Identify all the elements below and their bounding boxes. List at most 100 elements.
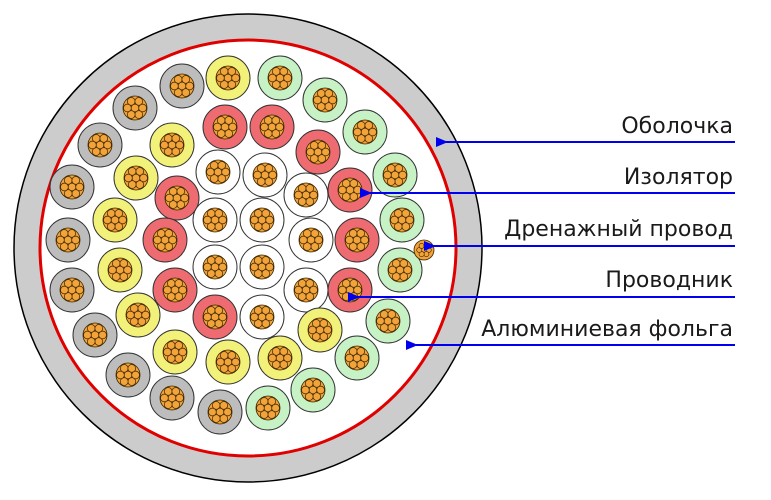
- conductor-strand: [203, 312, 212, 322]
- wire: [192, 294, 238, 340]
- wire: [159, 63, 205, 109]
- wire: [327, 267, 373, 313]
- conductor-strand: [308, 325, 317, 335]
- label-conductor: Проводник: [605, 268, 733, 293]
- conductor-strand: [134, 110, 144, 119]
- conductor-strand: [309, 141, 319, 150]
- conductor-strand: [71, 292, 81, 301]
- wire: [239, 197, 285, 243]
- conductor-strand: [141, 310, 150, 320]
- conductor-strand: [268, 73, 277, 83]
- conductor-strand: [311, 319, 321, 328]
- conductor-strand: [317, 141, 327, 150]
- conductor-strand: [383, 170, 392, 180]
- conductor-strand: [94, 324, 104, 333]
- wire: [377, 247, 423, 293]
- wire: [295, 129, 341, 175]
- conductor-strand: [253, 222, 263, 231]
- conductor-strand: [71, 189, 81, 198]
- conductor-strand: [356, 121, 366, 130]
- conductor-strand: [56, 235, 65, 245]
- conductor-strand: [356, 347, 366, 356]
- wire: [149, 122, 195, 168]
- conductor-strand: [379, 323, 389, 332]
- conductor-strand: [168, 200, 178, 209]
- wire: [49, 164, 95, 210]
- conductor-strand: [164, 242, 174, 251]
- conductor-strand: [180, 193, 189, 203]
- wire: [365, 298, 411, 344]
- wire-bundle: [45, 55, 435, 435]
- conductor-strand: [129, 317, 139, 326]
- conductor-strand: [123, 103, 132, 113]
- conductor-strand: [398, 170, 407, 180]
- conductor-strand: [214, 256, 224, 265]
- conductor-strand: [338, 185, 347, 195]
- callouts: [348, 137, 735, 350]
- conductor-strand: [103, 215, 112, 225]
- conductor-strand: [356, 360, 366, 369]
- wire: [288, 217, 334, 263]
- conductor-strand: [324, 89, 334, 98]
- conductor-strand: [256, 164, 266, 173]
- conductor-strand: [111, 272, 121, 281]
- conductor-strand: [174, 341, 184, 350]
- conductor-strand: [168, 187, 178, 196]
- conductor-strand: [156, 242, 166, 251]
- conductor-strand: [213, 122, 222, 132]
- conductor-strand: [271, 116, 281, 125]
- conductor-strand: [221, 167, 230, 177]
- wire: [142, 217, 188, 263]
- wire: [77, 122, 123, 168]
- conductor-strand: [349, 192, 359, 201]
- conductor-strand: [253, 319, 263, 328]
- conductor-strand: [119, 377, 129, 386]
- conductor-strand: [345, 235, 354, 245]
- conductor-strand: [312, 379, 322, 388]
- conductor-strand: [98, 330, 107, 340]
- conductor-strand: [227, 67, 237, 76]
- conductor-strand: [163, 400, 173, 409]
- conductor-strand: [174, 292, 184, 301]
- conductor-strand: [71, 235, 80, 245]
- conductor-strand: [227, 351, 237, 360]
- conductor-strand: [360, 353, 369, 363]
- conductor-strand: [227, 364, 237, 373]
- conductor-strand: [218, 262, 227, 272]
- conductor-strand: [206, 256, 216, 265]
- conductor-strand: [250, 312, 259, 322]
- conductor-strand: [171, 387, 181, 396]
- conductor-strand: [319, 319, 329, 328]
- conductor-strand: [301, 385, 310, 395]
- label-drain-wire: Дренажный провод: [504, 217, 733, 242]
- conductor-strand: [271, 360, 281, 369]
- conductor-strand: [253, 209, 263, 218]
- conductor-strand: [211, 401, 221, 410]
- label-aluminum-foil: Алюминиевая фольга: [481, 317, 733, 342]
- conductor-strand: [176, 187, 186, 196]
- conductor-strand: [91, 147, 101, 156]
- conductor-strand: [91, 134, 101, 143]
- conductor-strand: [114, 209, 124, 218]
- conductor-strand: [341, 179, 351, 188]
- conductor-strand: [256, 177, 266, 186]
- conductor-strand: [219, 351, 229, 360]
- wire: [257, 55, 303, 101]
- conductor-strand: [264, 177, 274, 186]
- conductor-strand: [305, 279, 315, 288]
- conductor-strand: [297, 184, 307, 193]
- conductor-strand: [59, 242, 69, 251]
- conductor-strand: [216, 73, 225, 83]
- conductor-strand: [271, 67, 281, 76]
- conductor-strand: [264, 164, 274, 173]
- conductor-strand: [314, 235, 323, 245]
- conductor-strand: [174, 354, 184, 363]
- conductor-strand: [218, 312, 227, 322]
- conductor-strand: [305, 197, 315, 206]
- conductor-strand: [268, 353, 277, 363]
- conductor-strand: [341, 279, 351, 288]
- conductor-strand: [126, 310, 135, 320]
- conductor-strand: [108, 265, 117, 275]
- conductor-strand: [103, 140, 112, 150]
